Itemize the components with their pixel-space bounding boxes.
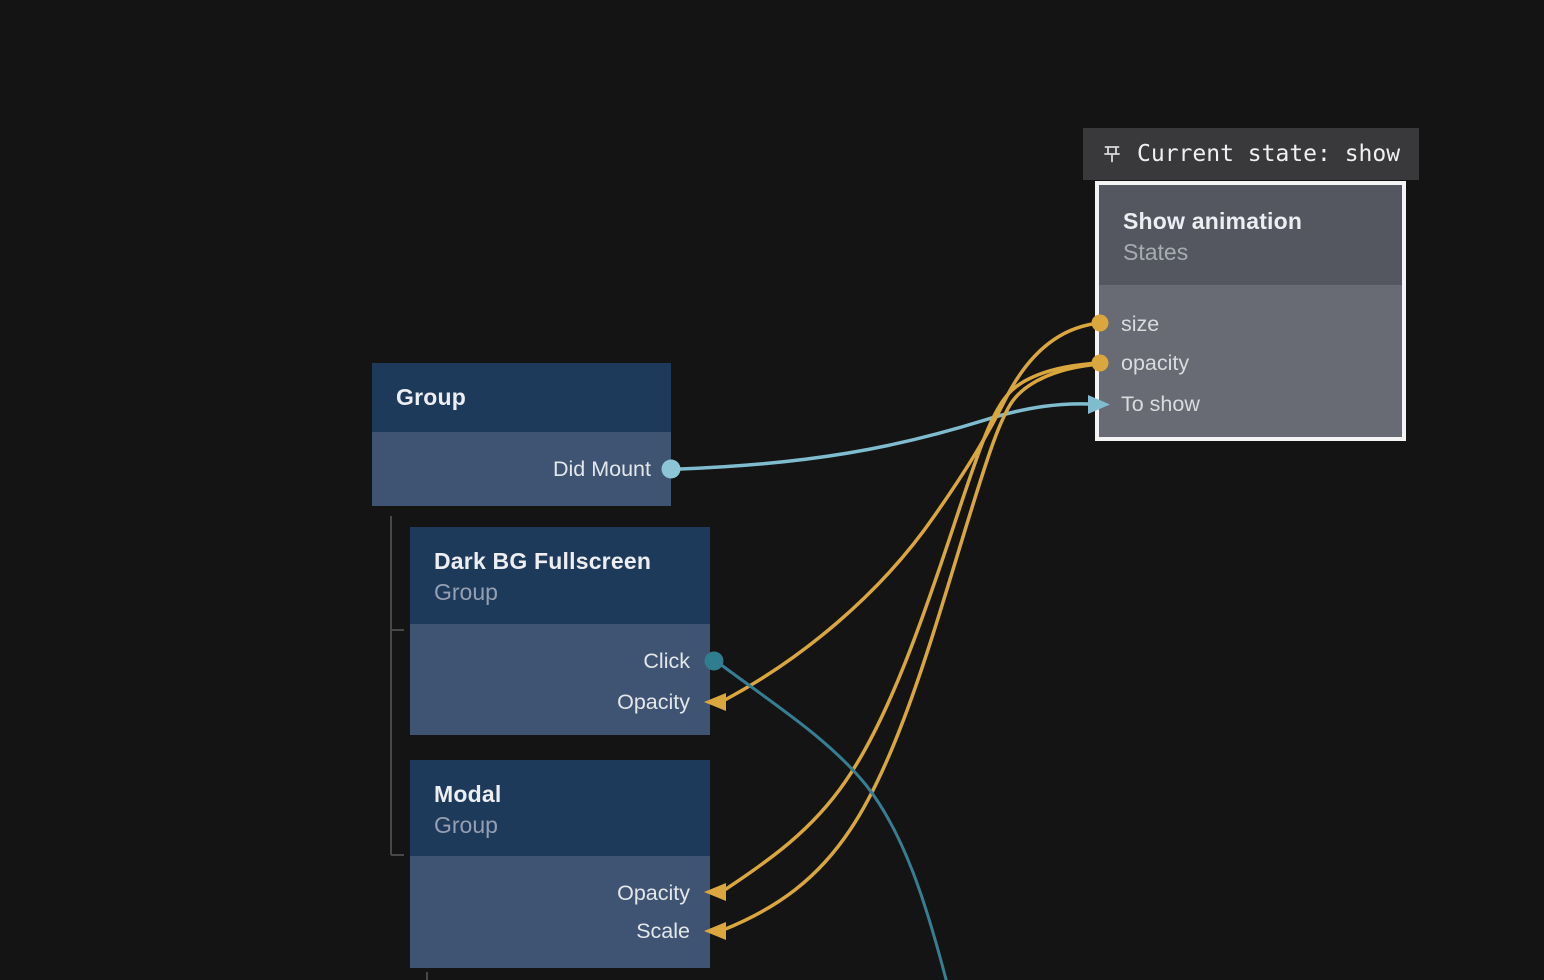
- port-label-size: size: [1121, 312, 1160, 336]
- node-dark-bg-title: Dark BG Fullscreen: [434, 548, 652, 574]
- node-group-header[interactable]: Group: [372, 363, 671, 432]
- port-label-opacity: opacity: [1121, 351, 1190, 375]
- node-dark-bg-body[interactable]: Click Opacity: [410, 624, 710, 735]
- node-show-animation-subtitle: States: [1123, 239, 1189, 265]
- node-show-animation-title: Show animation: [1123, 208, 1303, 234]
- tree-connector-line: [390, 516, 404, 856]
- current-state-label: Current state: show: [1137, 141, 1401, 167]
- node-group-body[interactable]: Did Mount: [372, 432, 671, 506]
- wire-did-mount-to-show[interactable]: [679, 402, 1091, 471]
- wire-opacity-modal-opacity[interactable]: [722, 361, 1101, 893]
- port-label-modal-opacity: Opacity: [617, 881, 690, 905]
- node-group-title: Group: [396, 384, 466, 410]
- node-show-animation-header[interactable]: Show animation States: [1099, 185, 1402, 285]
- node-dark-bg-fullscreen[interactable]: Dark BG Fullscreen Group Click Opacity: [410, 527, 710, 735]
- port-row-darkbg-opacity[interactable]: Opacity: [617, 688, 690, 716]
- port-row-opacity[interactable]: opacity: [1121, 349, 1189, 377]
- wire-click-offscreen[interactable]: [715, 659, 950, 980]
- node-modal-header[interactable]: Modal Group: [410, 760, 710, 856]
- node-dark-bg-subtitle: Group: [434, 579, 498, 605]
- port-row-did-mount[interactable]: Did Mount: [553, 455, 651, 483]
- node-modal-subtitle: Group: [434, 812, 498, 838]
- node-modal-body[interactable]: Opacity Scale: [410, 856, 710, 968]
- pin-icon: [1104, 146, 1120, 163]
- wire-opacity-modal-scale[interactable]: [722, 362, 1101, 932]
- port-label-darkbg-opacity: Opacity: [617, 690, 690, 714]
- port-row-size[interactable]: size: [1121, 310, 1159, 338]
- port-row-modal-scale[interactable]: Scale: [636, 917, 690, 945]
- node-modal[interactable]: Modal Group Opacity Scale: [410, 760, 710, 968]
- node-group[interactable]: Group Did Mount: [372, 363, 671, 506]
- current-state-pill[interactable]: Current state: show: [1083, 128, 1419, 180]
- node-dark-bg-header[interactable]: Dark BG Fullscreen Group: [410, 527, 710, 624]
- port-row-to-show[interactable]: To show: [1121, 390, 1200, 418]
- port-row-click[interactable]: Click: [643, 647, 690, 675]
- port-label-modal-scale: Scale: [636, 919, 690, 943]
- port-label-did-mount: Did Mount: [553, 457, 651, 481]
- node-modal-title: Modal: [434, 781, 502, 807]
- port-label-click: Click: [643, 649, 690, 673]
- wire-size-darkbg-opacity[interactable]: [722, 321, 1101, 703]
- node-show-animation[interactable]: Show animation States size opacity To sh…: [1095, 181, 1406, 441]
- port-row-modal-opacity[interactable]: Opacity: [617, 879, 690, 907]
- port-label-to-show: To show: [1121, 392, 1200, 416]
